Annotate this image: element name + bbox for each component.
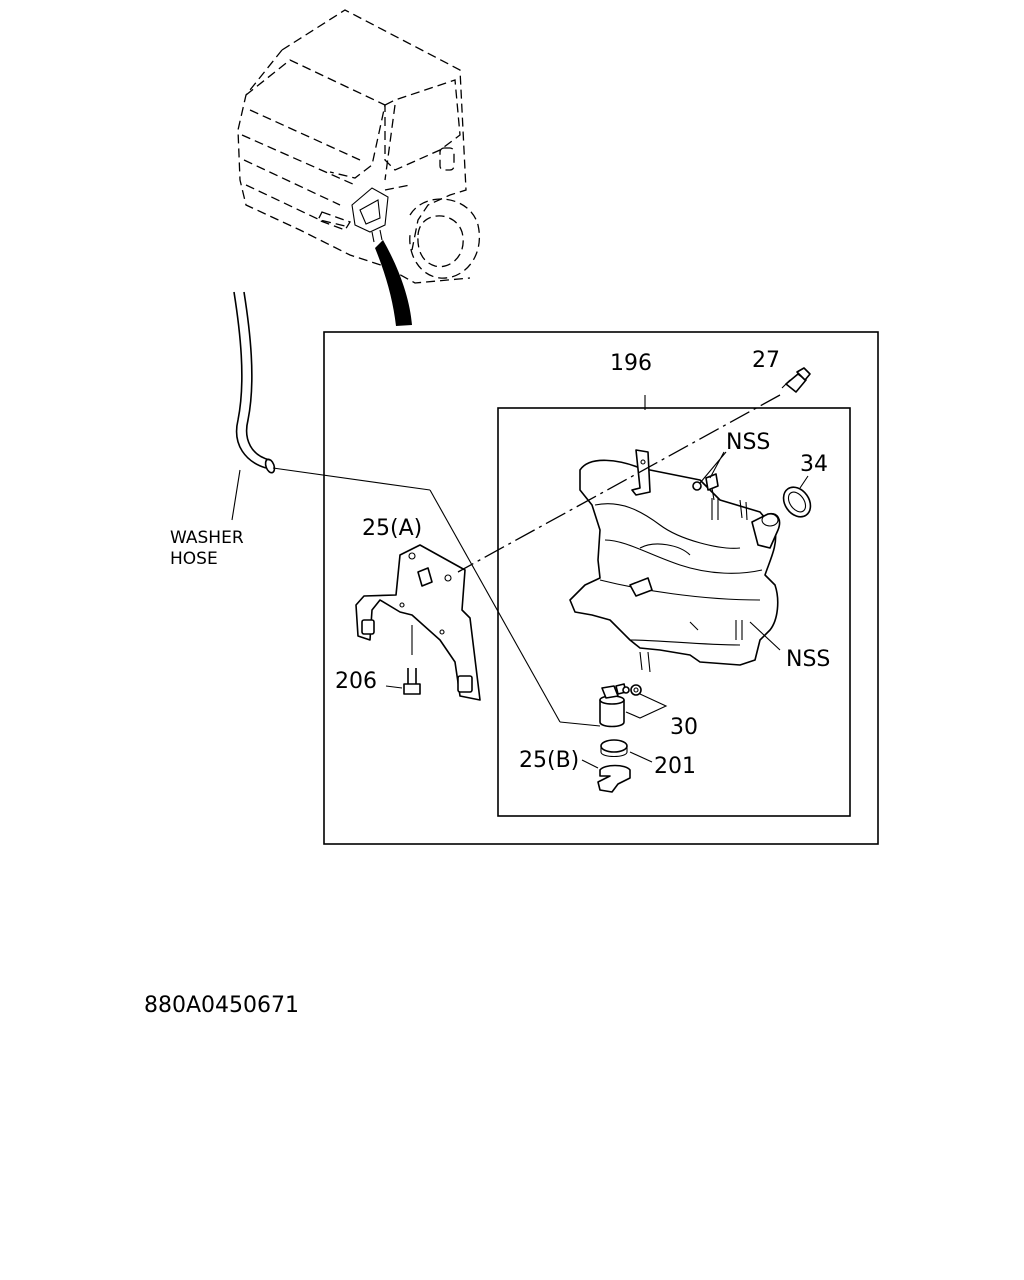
label-washer-hose-2: HOSE [170,549,218,569]
label-206: 206 [335,669,377,694]
bolt-27-axis-line [457,394,781,573]
bolt-27 [781,367,811,393]
label-nss-top: NSS [726,430,770,455]
truck-cab-illustration [237,9,480,284]
washer-hose-illustration [231,291,601,727]
label-201: 201 [654,754,696,779]
bracket-25a [355,544,481,701]
clamp-25b [581,759,631,793]
inner-detail-box [497,407,851,817]
label-25b: 25(B) [519,748,579,773]
label-25a: 25(A) [362,516,422,541]
detail-pointer-arrow [375,240,412,326]
bolt-206 [385,625,421,695]
label-196: 196 [610,351,652,376]
label-nss-right: NSS [786,647,830,672]
grommet-34 [782,475,812,518]
label-30: 30 [670,715,698,740]
outer-detail-box [323,331,879,845]
nss-fasteners-top [692,451,727,501]
diagram-code: 880A0450671 [144,993,299,1018]
washer-pump-30 [599,683,668,728]
label-washer-hose-1: WASHER [170,528,244,548]
label-34: 34 [800,452,828,477]
washer-tank-196 [569,449,781,673]
label-27: 27 [752,348,780,373]
seal-ring-201 [600,739,653,763]
